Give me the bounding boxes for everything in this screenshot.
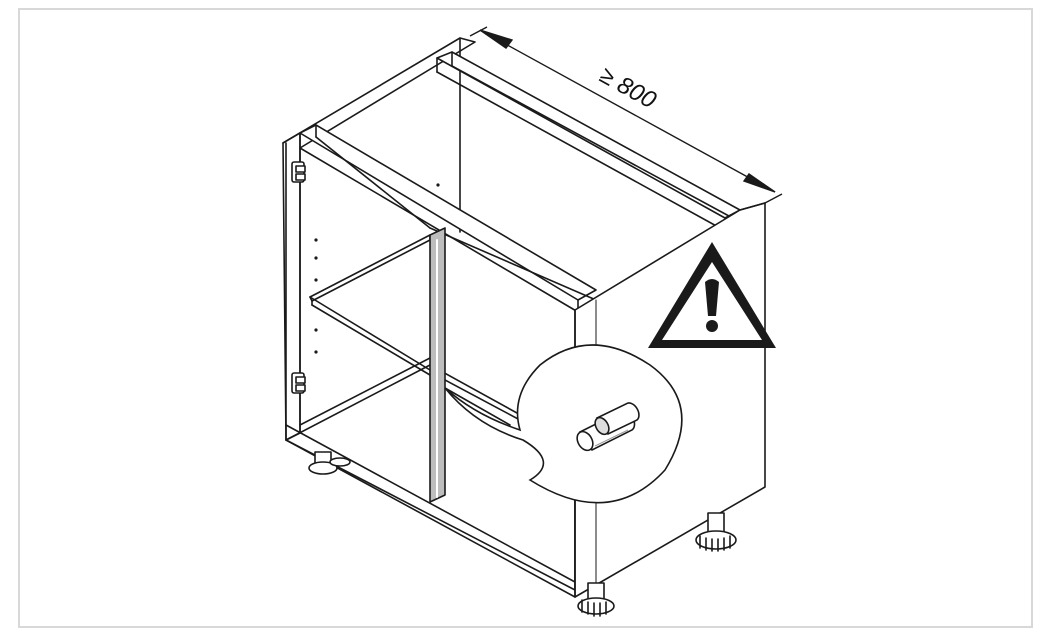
inner-edge xyxy=(429,227,597,301)
width-dimension-line xyxy=(469,26,783,204)
width-dimension-label: ≥ 800 xyxy=(595,62,661,115)
dowel-detail-callout xyxy=(444,344,683,504)
inner-edge xyxy=(315,136,431,229)
center-post xyxy=(429,227,446,503)
hinge-bottom xyxy=(291,372,306,394)
dowel-pin-icon xyxy=(576,402,640,452)
shelf-holes xyxy=(314,183,440,354)
warning-triangle-icon xyxy=(648,242,776,348)
leg-front-center xyxy=(577,582,615,617)
hinge-top xyxy=(291,161,306,183)
top-rear-rail xyxy=(436,51,741,229)
leg-rear-right xyxy=(695,512,737,552)
shelf xyxy=(309,234,521,426)
leg-front-left xyxy=(308,451,351,475)
